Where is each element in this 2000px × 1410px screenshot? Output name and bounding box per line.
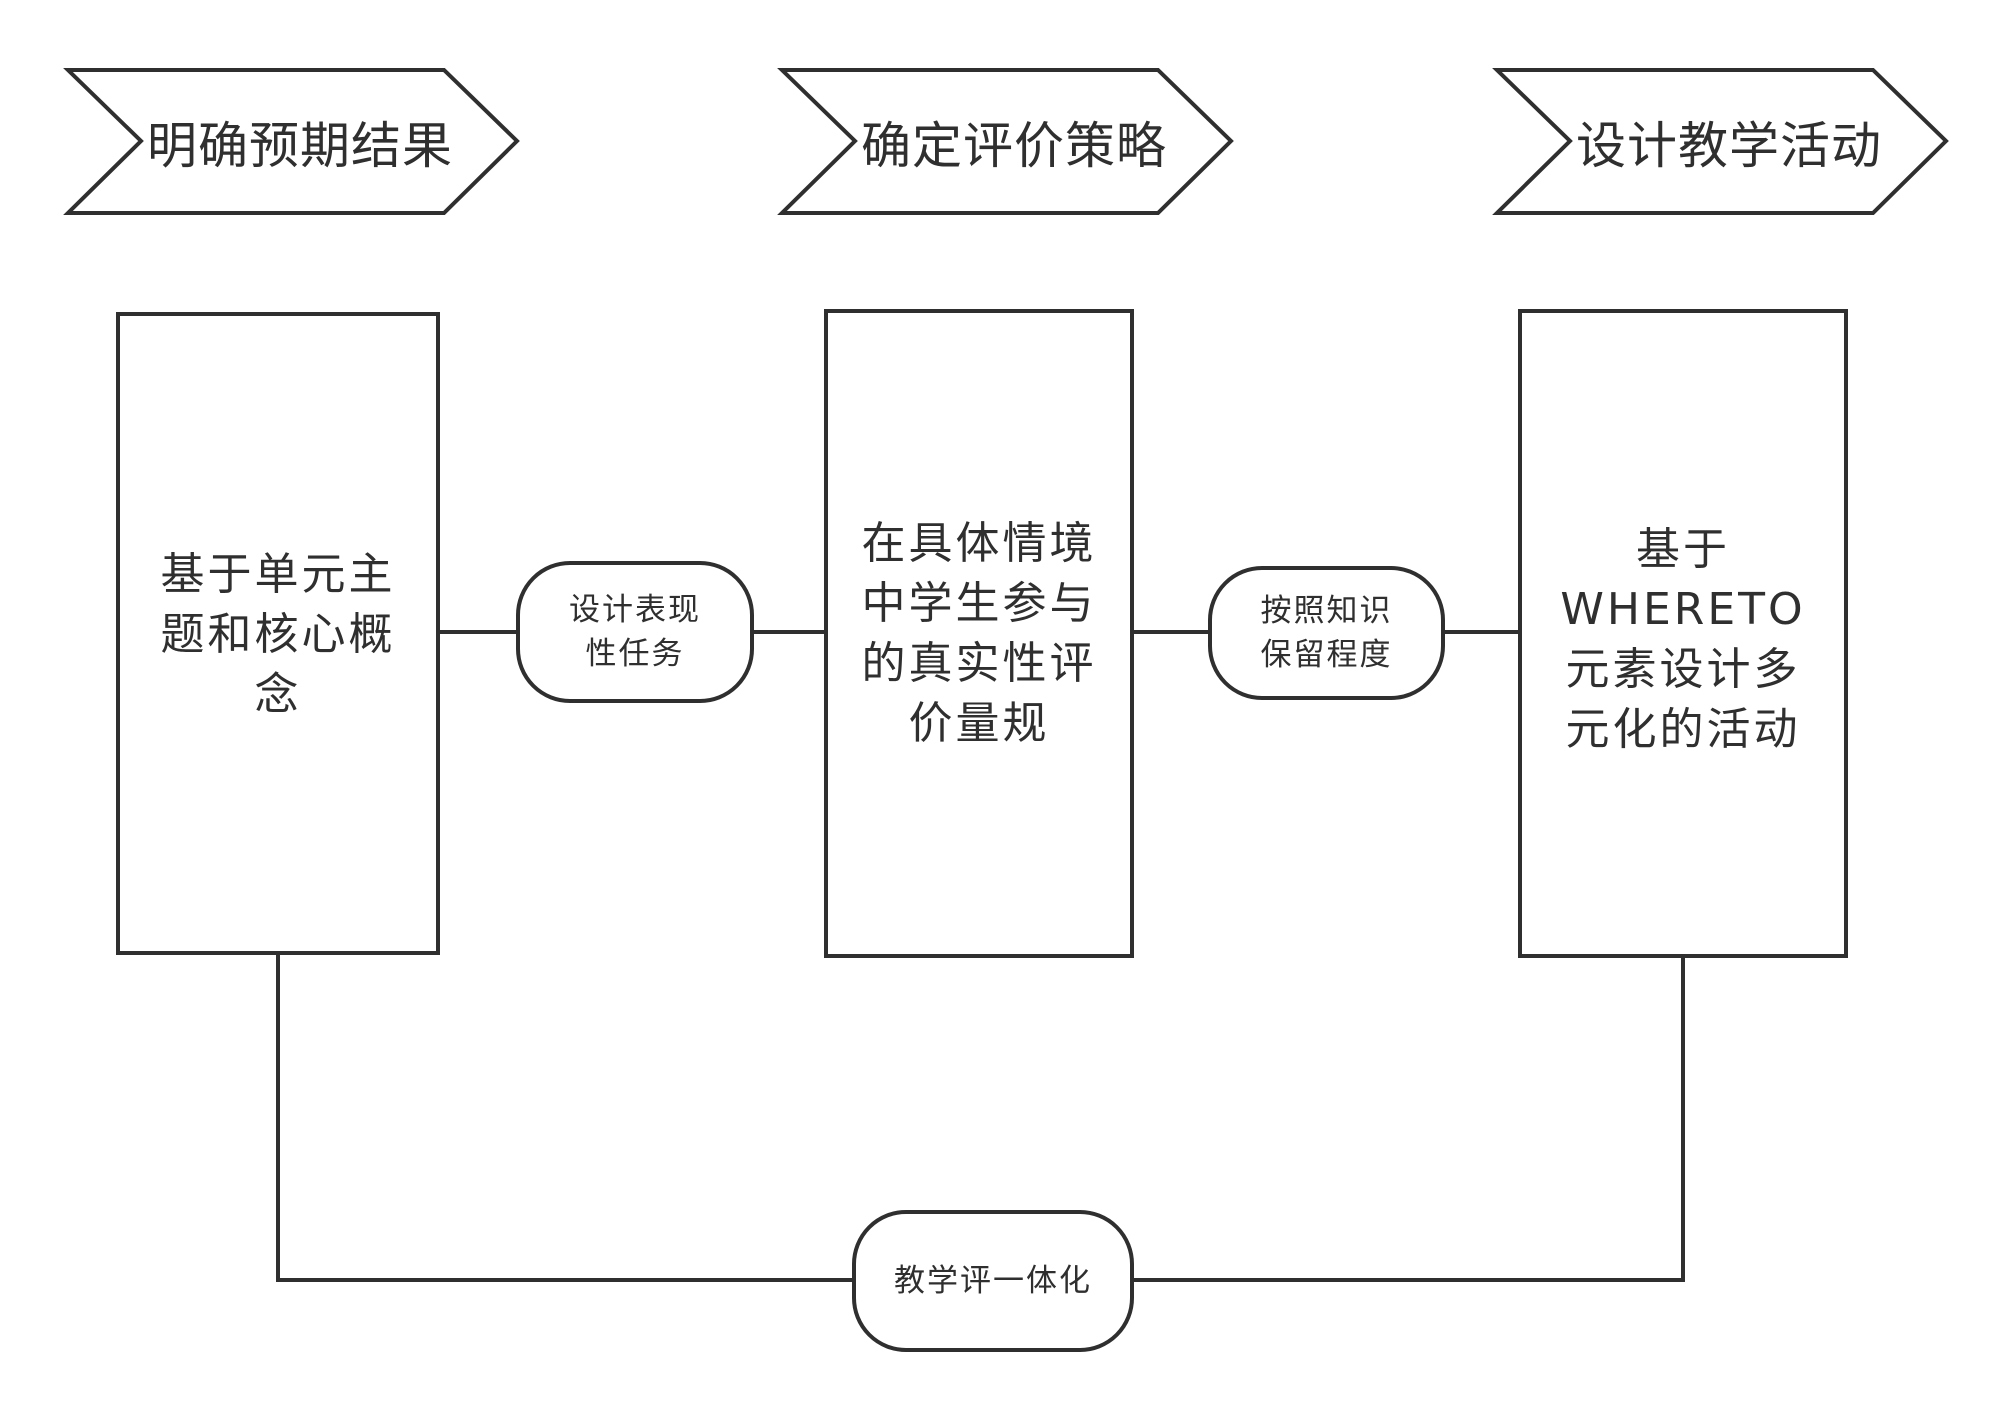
- pill-2: [1208, 566, 1445, 700]
- bottom-loop-right: [1132, 956, 1685, 1282]
- box-3: [1518, 309, 1848, 958]
- stage-chevron-2: [777, 68, 1234, 215]
- bottom-connector-label: 教学评一体化: [894, 1263, 1092, 1299]
- box-3-text: 基于WHERETO 元素设计多 元化的活动: [1560, 524, 1806, 755]
- stage-label-1: 明确预期结果: [147, 117, 453, 175]
- connector-label-2: 按照知识 保留程度: [1260, 593, 1393, 673]
- stage-label-3: 设计教学活动: [1576, 117, 1882, 175]
- connector-label-1: 设计表现 性任务: [569, 592, 701, 672]
- box-1: [116, 312, 440, 955]
- box-2: [824, 309, 1134, 958]
- stage-chevron-3: [1492, 68, 1949, 215]
- pill-bottom: [852, 1210, 1134, 1352]
- bottom-loop-left: [276, 953, 854, 1282]
- pill-1: [516, 561, 754, 703]
- box-2-text: 在具体情境 中学生参与 的真实性评 价量规: [861, 518, 1097, 749]
- stage-chevron-1: [63, 68, 520, 215]
- box-1-text: 基于单元主 题和核心概 念: [160, 549, 396, 720]
- stage-label-2: 确定评价策略: [861, 117, 1167, 175]
